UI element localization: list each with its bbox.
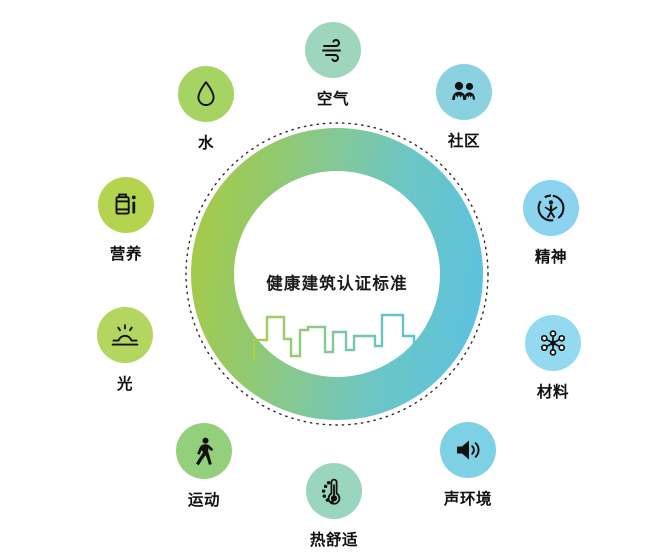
thermometer-icon [321, 478, 341, 505]
walking-person-icon [196, 437, 214, 466]
node-nutrition[interactable]: 营养 [78, 177, 174, 264]
person-in-circle-icon [537, 194, 565, 222]
node-materials-label: 材料 [536, 383, 570, 401]
node-exercise-label: 运动 [187, 491, 221, 509]
node-air-circle[interactable] [305, 22, 361, 78]
node-spirit[interactable]: 精神 [503, 180, 599, 267]
node-thermal-comfort[interactable]: 热舒适 [286, 463, 382, 550]
node-water[interactable]: 水 [158, 66, 254, 153]
node-thermal-comfort-circle[interactable] [306, 463, 362, 519]
wind-icon [322, 39, 341, 62]
node-light[interactable]: 光 [77, 307, 173, 394]
node-community-circle[interactable] [436, 64, 492, 120]
molecule-icon [540, 330, 566, 356]
node-nutrition-label: 营养 [109, 245, 143, 263]
node-nutrition-circle[interactable] [98, 177, 154, 233]
node-thermal-comfort-label: 热舒适 [309, 531, 359, 549]
node-spirit-circle[interactable] [523, 180, 579, 236]
node-light-circle[interactable] [97, 307, 153, 363]
node-water-circle[interactable] [178, 66, 234, 122]
node-water-label: 水 [197, 134, 215, 152]
food-jar-icon [115, 193, 136, 215]
node-materials[interactable]: 材料 [505, 315, 601, 402]
node-acoustics[interactable]: 声环境 [420, 422, 516, 509]
node-exercise[interactable]: 运动 [156, 423, 252, 510]
node-community[interactable]: 社区 [416, 64, 512, 151]
water-drop-icon [197, 81, 215, 106]
node-spirit-label: 精神 [534, 248, 568, 266]
central-ring-group: 健康建筑认证标准 [185, 122, 489, 426]
node-materials-circle[interactable] [525, 315, 581, 371]
gradient-donut-ring [191, 128, 483, 420]
node-exercise-circle[interactable] [176, 423, 232, 479]
node-light-label: 光 [116, 375, 134, 393]
sunrise-icon [111, 324, 139, 346]
node-air-label: 空气 [316, 90, 350, 108]
node-acoustics-circle[interactable] [440, 422, 496, 478]
node-acoustics-label: 声环境 [443, 490, 493, 508]
people-group-icon [452, 81, 475, 100]
node-community-label: 社区 [447, 132, 481, 150]
node-air[interactable]: 空气 [285, 22, 381, 109]
speaker-sound-icon [457, 440, 480, 460]
dotted-outline-circle [185, 122, 489, 426]
